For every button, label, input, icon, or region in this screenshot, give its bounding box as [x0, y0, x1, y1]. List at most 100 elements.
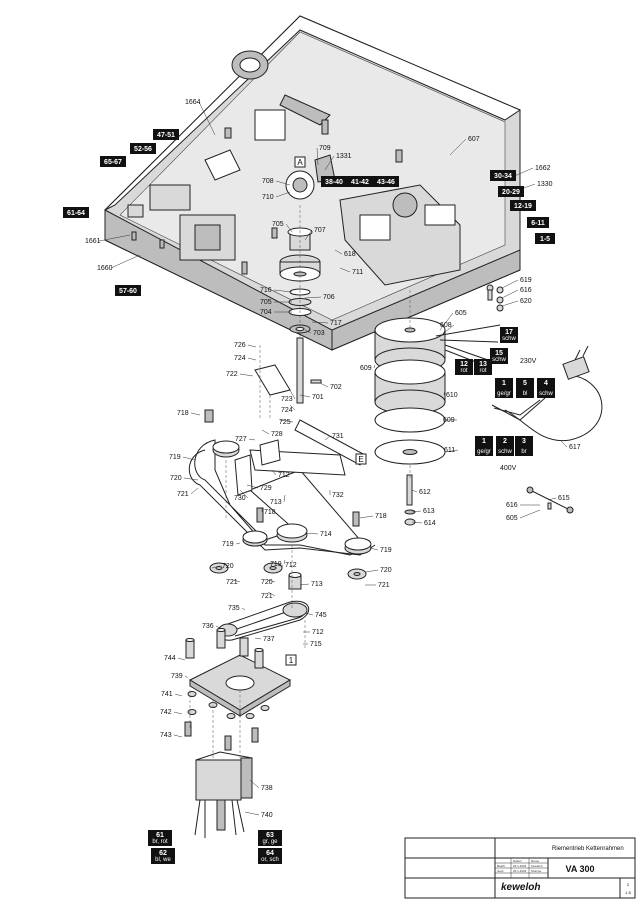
leader-line [369, 547, 379, 551]
leader-line [304, 532, 319, 535]
svg-text:26.1.2003: 26.1.2003 [513, 869, 527, 873]
svg-text:Bearb.: Bearb. [497, 864, 506, 868]
part-number-719: 719 [270, 561, 282, 568]
tag-number: 12 [460, 361, 468, 368]
tag-box [500, 327, 518, 343]
tag-38-40: 38-40 [321, 176, 347, 187]
part-number-711: 711 [352, 269, 363, 276]
tag-number: 61-64 [67, 210, 85, 217]
tag-box [516, 378, 534, 398]
part-number-705: 705 [272, 221, 284, 228]
part-number-616: 616 [520, 287, 532, 294]
tag-5: 5bl [516, 378, 534, 398]
part-number-720: 720 [222, 563, 234, 570]
part-number-728: 728 [271, 431, 283, 438]
leader-line [289, 404, 296, 411]
drawing-title: Riementrieb Kettenrahmen [552, 846, 624, 852]
part-number-1664: 1664 [185, 99, 201, 106]
leader-line [239, 373, 254, 377]
part-number-714: 714 [320, 531, 332, 538]
part-number-739: 739 [171, 673, 183, 680]
leader-line [444, 324, 455, 333]
leader-line [283, 494, 286, 503]
svg-text:Datum: Datum [513, 859, 522, 863]
leader-line [449, 138, 467, 156]
tag-number: 17 [505, 329, 513, 336]
part-number-720: 720 [380, 567, 392, 574]
leader-line [275, 191, 291, 198]
part-number-716: 716 [260, 287, 272, 294]
tag-box [258, 830, 282, 846]
leader-line [182, 456, 196, 461]
leader-line [299, 583, 310, 586]
part-number-718: 718 [264, 509, 276, 516]
part-number-618: 618 [344, 251, 356, 258]
leader-line [359, 515, 374, 519]
part-number-400v: 400V [500, 465, 517, 472]
leader-line [299, 394, 311, 398]
part-number-705: 705 [260, 299, 272, 306]
svg-text:Name: Name [531, 859, 539, 863]
tag-box [455, 359, 473, 375]
part-number-735: 735 [228, 605, 240, 612]
lower-drive-assembly [184, 600, 310, 838]
part-number-730: 730 [234, 495, 246, 502]
tag-box [321, 176, 347, 187]
tag-box [475, 436, 493, 456]
tag-number: 61 [156, 832, 164, 839]
tag-number: 12-19 [514, 203, 532, 210]
leader-line [501, 279, 519, 289]
part-number-613: 613 [423, 508, 435, 515]
tag-wire-color: br [521, 449, 526, 455]
leader-line [244, 811, 260, 816]
part-number-721: 721 [226, 579, 238, 586]
part-number-609: 609 [360, 365, 372, 372]
svg-text:Keweloh: Keweloh [531, 864, 543, 868]
leader-line [444, 449, 459, 453]
tag-box [535, 233, 555, 244]
belt-assembly [188, 364, 376, 590]
tag-number: 13 [479, 361, 487, 368]
part-number-727: 727 [235, 436, 247, 443]
svg-text:26.1.2003: 26.1.2003 [513, 864, 527, 868]
tag-wire-color: schw [498, 449, 512, 455]
leader-line [439, 312, 454, 331]
leader-line [311, 321, 329, 324]
part-number-724: 724 [281, 407, 293, 414]
tag-43-46: 43-46 [373, 176, 399, 187]
part-number-745: 745 [315, 612, 327, 619]
tag-number: 2 [503, 438, 507, 445]
tag-box [490, 170, 516, 181]
leader-line [261, 429, 270, 435]
part-number-718: 718 [375, 513, 387, 520]
part-number-619: 619 [520, 277, 532, 284]
tag-number: 20-29 [502, 189, 520, 196]
sheet-number: 2 [627, 882, 630, 887]
part-number-702: 702 [330, 384, 342, 391]
leader-line [273, 289, 293, 293]
part-number-729: 729 [260, 485, 272, 492]
part-number-607: 607 [468, 136, 480, 143]
part-number-744: 744 [164, 655, 176, 662]
leader-line [324, 435, 331, 441]
leader-line [334, 249, 343, 255]
tag-box [510, 200, 536, 211]
tag-6-11: 6-11 [527, 217, 549, 228]
leader-line [316, 147, 319, 166]
part-number-617: 617 [569, 444, 581, 451]
part-number-721: 721 [378, 582, 390, 589]
leader-line [443, 389, 446, 396]
part-number-1662: 1662 [535, 165, 551, 172]
leader-line [267, 579, 276, 583]
tag-wire-color: br, rot [152, 839, 168, 845]
part-number-731: 731 [332, 433, 344, 440]
pulley-stack [374, 317, 446, 526]
part-number-718: 718 [177, 410, 189, 417]
tag-47-51: 47-51 [153, 129, 179, 140]
leader-line [110, 254, 141, 269]
part-number-742: 742 [160, 709, 172, 716]
leader-lines [98, 101, 568, 816]
